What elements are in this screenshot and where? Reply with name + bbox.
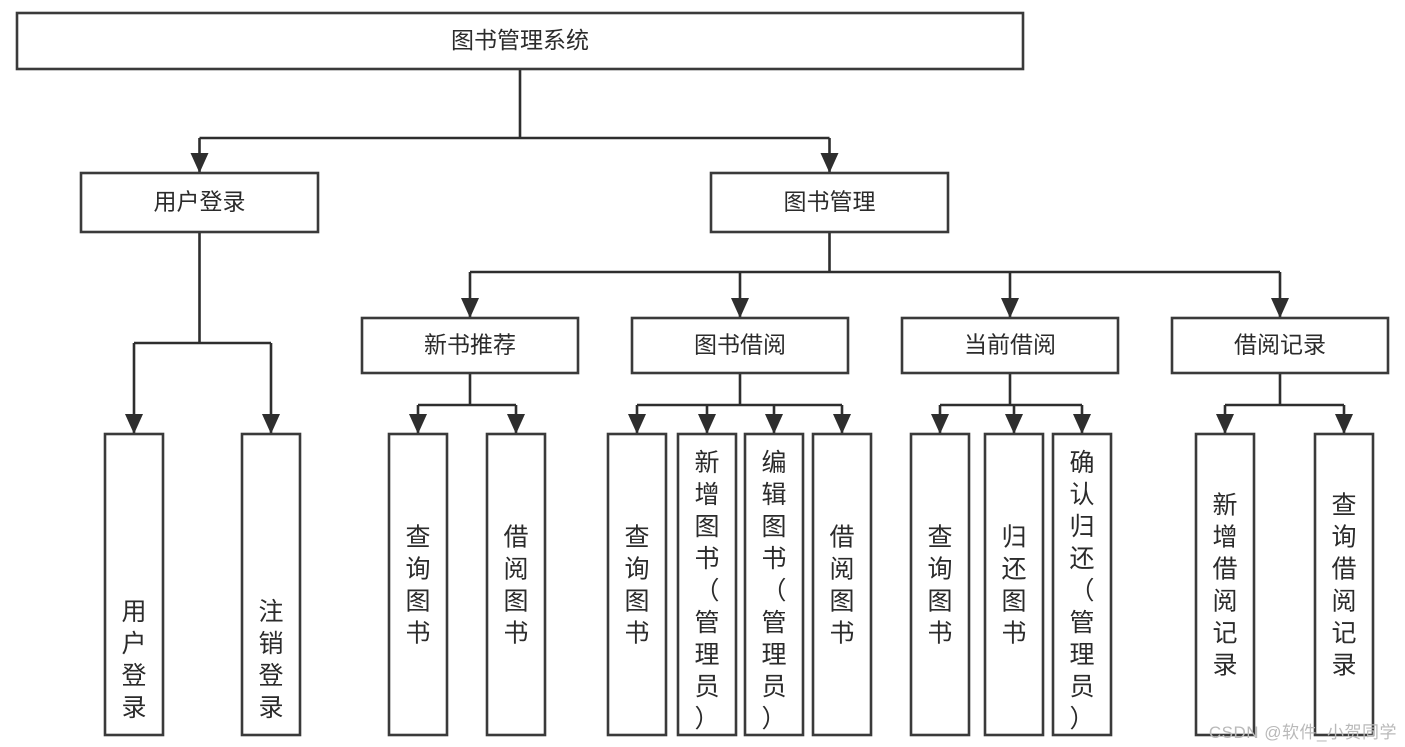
- arrowhead-borrow-record-1: [1335, 414, 1353, 434]
- arrowhead-current-borrow-0: [931, 414, 949, 434]
- node-box-leaf-return-book[interactable]: [983, 432, 1045, 737]
- node-user-login[interactable]: 用户登录: [79, 171, 320, 234]
- node-box-root[interactable]: [15, 11, 1025, 71]
- arrowhead-current-borrow-2: [1073, 414, 1091, 434]
- node-box-borrow-record[interactable]: [1170, 316, 1390, 375]
- node-box-current-borrow[interactable]: [900, 316, 1120, 375]
- arrowhead-book-manage-2: [1001, 298, 1019, 318]
- node-box-leaf-query-book-2[interactable]: [606, 432, 668, 737]
- arrowhead-book-manage-0: [461, 298, 479, 318]
- node-boxes-group: 图书管理系统用户登录图书管理新书推荐图书借阅当前借阅借阅记录用户登录注销登录查询…: [15, 11, 1390, 737]
- node-label-leaf-confirm-return: 确认归还（管理员）: [1069, 449, 1094, 733]
- node-box-leaf-add-book[interactable]: [676, 432, 738, 737]
- node-label-leaf-add-book: 新增图书（管理员）: [694, 449, 719, 733]
- node-leaf-query-record[interactable]: 查询借阅记录: [1313, 432, 1375, 737]
- node-label-new-book-rec: 新书推荐: [424, 332, 516, 358]
- node-label-user-login: 用户登录: [154, 189, 246, 215]
- node-label-leaf-query-book-3: 查询图书: [927, 523, 952, 647]
- node-leaf-borrow-book-1[interactable]: 借阅图书: [485, 432, 547, 737]
- node-leaf-confirm-return[interactable]: 确认归还（管理员）: [1051, 432, 1113, 737]
- node-box-leaf-add-record[interactable]: [1194, 432, 1256, 737]
- node-leaf-query-book-2[interactable]: 查询图书: [606, 432, 668, 737]
- node-current-borrow[interactable]: 当前借阅: [900, 316, 1120, 375]
- node-leaf-edit-book[interactable]: 编辑图书（管理员）: [743, 432, 805, 737]
- arrowhead-book-borrow-1: [698, 414, 716, 434]
- node-leaf-query-book-1[interactable]: 查询图书: [387, 432, 449, 737]
- node-box-leaf-query-record[interactable]: [1313, 432, 1375, 737]
- node-label-leaf-return-book: 归还图书: [1001, 523, 1026, 647]
- arrowhead-book-manage-1: [731, 298, 749, 318]
- node-label-book-borrow: 图书借阅: [694, 332, 786, 358]
- node-label-leaf-query-book-2: 查询图书: [624, 523, 649, 647]
- node-box-user-login[interactable]: [79, 171, 320, 234]
- node-box-book-borrow[interactable]: [630, 316, 850, 375]
- node-box-leaf-logout[interactable]: [240, 432, 302, 737]
- node-box-leaf-user-login[interactable]: [103, 432, 165, 737]
- node-box-book-manage[interactable]: [709, 171, 950, 234]
- arrowhead-root-1: [820, 153, 839, 173]
- node-leaf-add-record[interactable]: 新增借阅记录: [1194, 432, 1256, 737]
- node-book-borrow[interactable]: 图书借阅: [630, 316, 850, 375]
- node-root[interactable]: 图书管理系统: [15, 11, 1025, 71]
- node-label-leaf-query-record: 查询借阅记录: [1331, 491, 1356, 679]
- arrowhead-new-book-rec-1: [507, 414, 525, 434]
- node-leaf-return-book[interactable]: 归还图书: [983, 432, 1045, 737]
- node-label-leaf-add-record: 新增借阅记录: [1212, 491, 1237, 679]
- node-leaf-query-book-3[interactable]: 查询图书: [909, 432, 971, 737]
- csdn-watermark: CSDN @软件_小贺同学: [1208, 723, 1397, 742]
- arrowhead-book-manage-3: [1271, 298, 1289, 318]
- node-label-leaf-logout: 注销登录: [258, 598, 283, 722]
- arrowhead-user-login-1: [262, 414, 280, 434]
- node-box-leaf-query-book-3[interactable]: [909, 432, 971, 737]
- arrowhead-book-borrow-0: [628, 414, 646, 434]
- node-box-new-book-rec[interactable]: [360, 316, 580, 375]
- node-label-leaf-borrow-book-1: 借阅图书: [503, 523, 528, 647]
- arrowhead-current-borrow-1: [1005, 414, 1023, 434]
- arrowhead-new-book-rec-0: [409, 414, 427, 434]
- node-leaf-add-book[interactable]: 新增图书（管理员）: [676, 432, 738, 737]
- arrowhead-book-borrow-2: [765, 414, 783, 434]
- node-label-borrow-record: 借阅记录: [1234, 332, 1326, 358]
- node-label-leaf-query-book-1: 查询图书: [405, 523, 430, 647]
- node-book-manage[interactable]: 图书管理: [709, 171, 950, 234]
- node-label-leaf-user-login: 用户登录: [121, 598, 146, 722]
- node-label-book-manage: 图书管理: [784, 189, 876, 215]
- node-label-root: 图书管理系统: [451, 27, 589, 53]
- node-box-leaf-query-book-1[interactable]: [387, 432, 449, 737]
- node-leaf-logout[interactable]: 注销登录: [240, 432, 302, 737]
- node-box-leaf-edit-book[interactable]: [743, 432, 805, 737]
- node-leaf-borrow-book-2[interactable]: 借阅图书: [811, 432, 873, 737]
- node-label-leaf-borrow-book-2: 借阅图书: [829, 523, 854, 647]
- node-new-book-rec[interactable]: 新书推荐: [360, 316, 580, 375]
- node-leaf-user-login[interactable]: 用户登录: [103, 432, 165, 737]
- arrowhead-book-borrow-3: [833, 414, 851, 434]
- node-box-leaf-borrow-book-2[interactable]: [811, 432, 873, 737]
- node-box-leaf-borrow-book-1[interactable]: [485, 432, 547, 737]
- node-box-leaf-confirm-return[interactable]: [1051, 432, 1113, 737]
- connector-lines-group: [125, 69, 1353, 434]
- node-label-current-borrow: 当前借阅: [964, 332, 1056, 358]
- node-borrow-record[interactable]: 借阅记录: [1170, 316, 1390, 375]
- arrowhead-borrow-record-0: [1216, 414, 1234, 434]
- arrowhead-root-0: [190, 153, 209, 173]
- node-label-leaf-edit-book: 编辑图书（管理员）: [761, 449, 786, 733]
- arrowhead-user-login-0: [125, 414, 143, 434]
